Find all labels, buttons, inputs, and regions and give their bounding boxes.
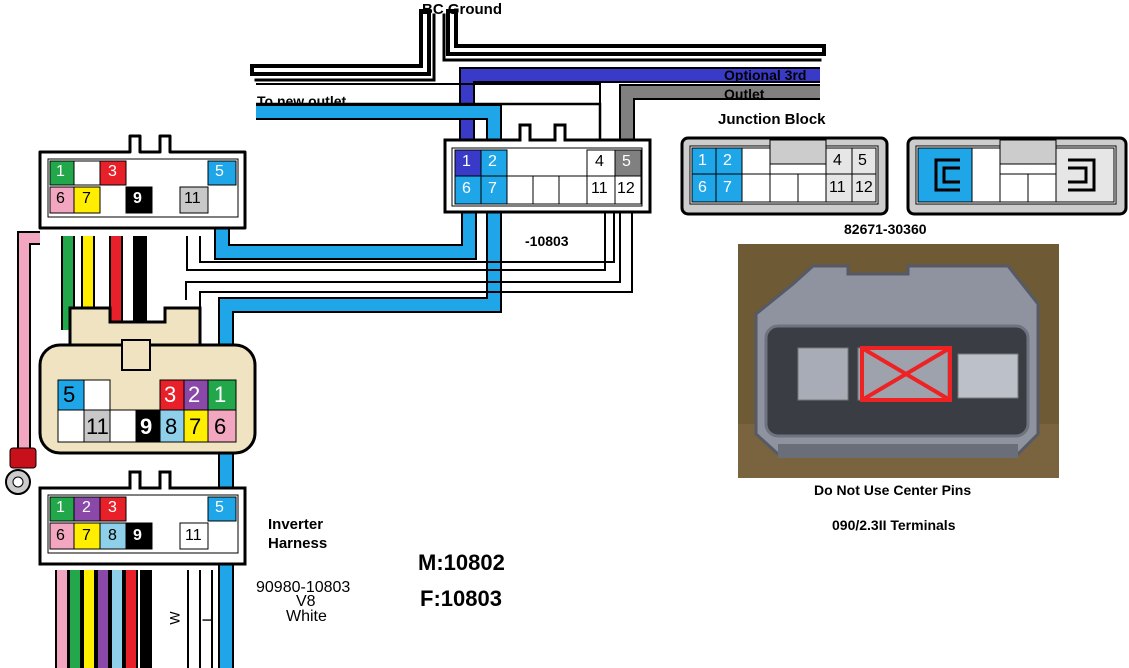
- mid-pin-8: 8: [165, 414, 178, 439]
- new-outlet-wire: [256, 104, 502, 150]
- junction-block-2: [906, 136, 1128, 216]
- jb-pin-1: 1: [698, 152, 707, 169]
- terminals-label: 090/2.3II Terminals: [832, 517, 956, 533]
- connector-bottom-left: [38, 470, 247, 566]
- jb-pin-2: 2: [723, 152, 732, 169]
- tl-pin-5: 5: [215, 163, 224, 180]
- f-code-label: F:10803: [420, 586, 502, 611]
- bl-pin-3: 3: [108, 499, 117, 516]
- c10803-pin-11: 11: [591, 180, 608, 197]
- bl-pin-9: 9: [133, 527, 142, 544]
- do-not-use-label: Do Not Use Center Pins: [814, 482, 972, 498]
- bl-pin-8: 8: [108, 527, 117, 544]
- ground-ring-terminal: [5, 447, 37, 495]
- c10803-pin-4: 4: [595, 153, 604, 170]
- optional-outlet-wires: [256, 67, 820, 150]
- tl-pin-1: 1: [56, 163, 65, 180]
- tl-pin-7: 7: [82, 190, 91, 207]
- connector-photo: [738, 244, 1059, 478]
- jb-pin-6: 6: [698, 179, 707, 196]
- bl-pin-5: 5: [215, 499, 224, 516]
- bl-pin-6: 6: [56, 527, 65, 544]
- part-90980-label: 90980-10803: [256, 579, 351, 596]
- mid-pin-5: 5: [63, 382, 76, 407]
- connector-middle: [38, 306, 257, 455]
- tl-pin-11: 11: [184, 190, 201, 207]
- c10803-pin-5: 5: [622, 153, 631, 170]
- junction-block-label: Junction Block: [718, 111, 826, 128]
- bl-pin-2: 2: [82, 499, 91, 516]
- jb-pin-5: 5: [858, 152, 867, 169]
- mid-pin-1: 1: [214, 382, 227, 407]
- outlet-label: Outlet: [724, 86, 765, 102]
- c10803-pin-12: 12: [617, 180, 635, 197]
- c10803-pin-7: 7: [488, 180, 497, 197]
- to-new-outlet-label: To new outlet: [257, 93, 347, 109]
- c10803-pin-6: 6: [462, 180, 471, 197]
- mid-pin-3: 3: [164, 382, 177, 407]
- jb-pin-12: 12: [855, 179, 873, 196]
- bl-pin-11: 11: [185, 527, 202, 544]
- junction-block-1: [680, 136, 889, 216]
- left-harness-wires: [17, 231, 213, 668]
- bl-pin-7: 7: [82, 527, 91, 544]
- bc-ground-label: BC Ground: [422, 1, 502, 18]
- tl-pin-9: 9: [133, 190, 142, 207]
- wire-l-label: L: [198, 614, 215, 622]
- white-label: White: [286, 608, 327, 625]
- bc-ground-wires: [250, 9, 826, 82]
- optional-3rd-label: Optional 3rd: [724, 67, 807, 83]
- mid-pin-11: 11: [86, 414, 109, 439]
- jb-pin-7: 7: [723, 179, 732, 196]
- connector-top-left: [38, 134, 247, 230]
- c10803-pin-2: 2: [488, 153, 497, 170]
- jb-pin-11: 11: [829, 179, 846, 196]
- jb-pin-4: 4: [833, 152, 842, 169]
- m-code-label: M:10802: [418, 550, 505, 575]
- mid-pin-7: 7: [189, 414, 202, 439]
- c10803-pin-1: 1: [462, 153, 471, 170]
- wire-w-label: W: [166, 611, 183, 625]
- connector-10803: [443, 123, 652, 214]
- mid-pin-2: 2: [188, 382, 201, 407]
- mid-pin-6: 6: [214, 414, 227, 439]
- harness-label: Harness: [268, 535, 328, 552]
- tl-pin-3: 3: [108, 163, 117, 180]
- part-82671-label: 82671-30360: [844, 221, 927, 237]
- tl-pin-6: 6: [56, 190, 65, 207]
- v8-label: V8: [296, 593, 316, 610]
- bl-pin-1: 1: [56, 499, 65, 516]
- part-10803-label: -10803: [525, 233, 569, 249]
- inverter-label: Inverter: [268, 516, 324, 533]
- mid-pin-9: 9: [140, 414, 153, 439]
